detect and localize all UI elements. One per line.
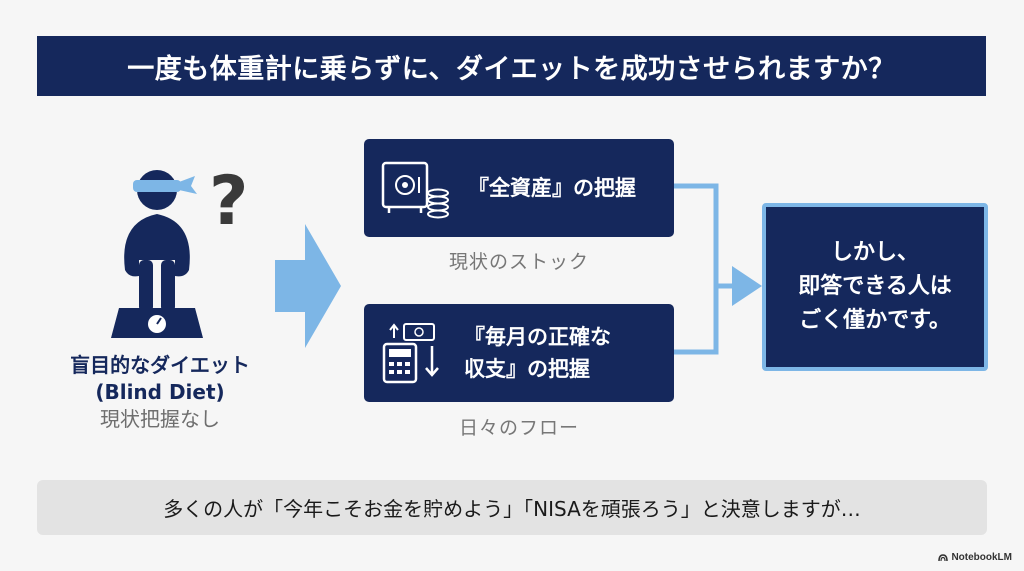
safe-and-coins-icon	[381, 161, 449, 219]
card-line: 『毎月の正確な	[464, 325, 611, 349]
brand-name: NotebookLM	[951, 552, 1012, 563]
svg-text:?: ?	[209, 162, 248, 241]
total-assets-card: 『全資産』の把握	[364, 139, 674, 237]
total-assets-text: 『全資産』の把握	[462, 139, 656, 237]
slide-title: 一度も体重計に乗らずに、ダイエットを成功させられますか？	[37, 36, 986, 96]
monthly-cashflow-card: 『毎月の正確な 収支』の把握	[364, 304, 674, 402]
calculator-cashflow-icon	[382, 323, 439, 384]
card-line: 収支』の把握	[464, 357, 590, 381]
conclusion-line: 即答できる人は	[798, 274, 952, 299]
blind-diet-english: (Blind Diet)	[95, 380, 225, 404]
flow-label: 日々のフロー	[458, 417, 579, 439]
blind-diet-label: 盲目的なダイエット	[70, 353, 250, 377]
right-arrow-icon	[275, 224, 341, 348]
conclusion-line: ごく僅かです。	[799, 308, 951, 333]
bottom-statement: 多くの人が「今年こそお金を貯めよう」「NISAを頑張ろう」と決意しますが…	[37, 480, 987, 535]
monthly-cashflow-text: 『毎月の正確な 収支』の把握	[462, 304, 656, 402]
conclusion-box: しかし、 即答できる人は ごく僅かです。	[762, 203, 988, 371]
stock-label: 現状のストック	[448, 251, 589, 273]
conclusion-line: しかし、	[830, 240, 919, 265]
merge-connector-arrow	[674, 183, 762, 355]
blind-diet-caption: 盲目的なダイエット (Blind Diet) 現状把握なし	[40, 352, 280, 433]
brand-watermark: NotebookLM	[938, 552, 1012, 563]
notebooklm-logo-icon	[938, 553, 949, 561]
no-status-grasp-label: 現状把握なし	[100, 407, 220, 431]
card-line: 『全資産』の把握	[468, 176, 636, 200]
blindfolded-person-on-scale-icon: ?	[111, 162, 248, 338]
